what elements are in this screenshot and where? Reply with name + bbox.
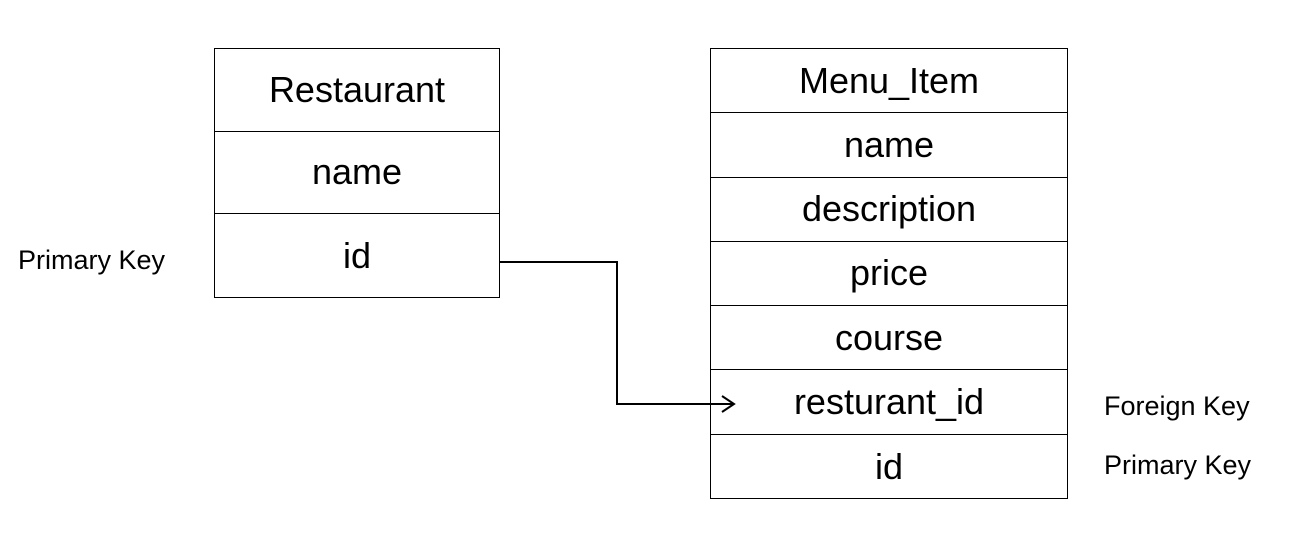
menu-item-field-course: course: [711, 306, 1067, 371]
menu-item-field-name: name: [711, 113, 1067, 178]
menu-item-foreign-key-label: Foreign Key: [1104, 391, 1250, 421]
restaurant-primary-key-label: Primary Key: [18, 245, 166, 275]
restaurant-field-id: id: [342, 234, 372, 276]
menu-item-field-description: description: [711, 178, 1067, 242]
menu-item-table: Menu_Item name description price course …: [710, 48, 1068, 499]
restaurant-title: Restaurant: [215, 49, 499, 132]
menu-item-field-price: price: [711, 242, 1067, 307]
arrowhead-icon: [721, 395, 736, 413]
menu-item-title: Menu_Item: [711, 49, 1067, 114]
menu-item-field-resturant-id: resturant_id: [711, 370, 1067, 435]
restaurant-field-name: name: [215, 132, 499, 215]
restaurant-table: Restaurant name id: [214, 48, 500, 298]
menu-item-field-id: id: [874, 445, 904, 487]
menu-item-primary-key-label: Primary Key: [1104, 450, 1252, 480]
connector-line: [500, 261, 734, 405]
